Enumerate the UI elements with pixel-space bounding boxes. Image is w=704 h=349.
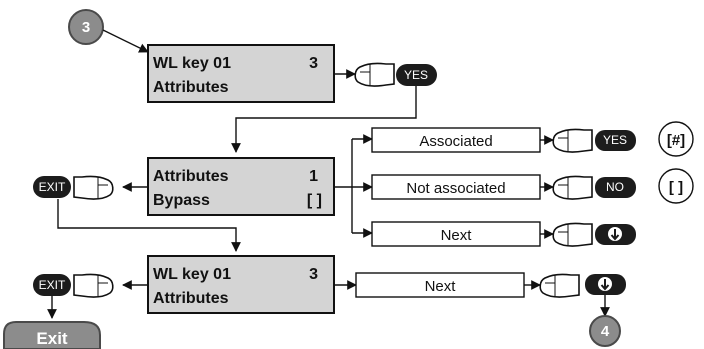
exit-label: Exit (3, 321, 101, 349)
lcd-screen-3: WL key 01 3 Attributes (147, 255, 335, 314)
svg-text:YES: YES (404, 68, 428, 82)
lcd2-line2: Bypass (153, 192, 210, 209)
yes-button-2[interactable]: YES (595, 130, 636, 151)
lcd1-num: 3 (309, 55, 318, 72)
connector-step3-lcd1 (102, 29, 149, 53)
hand-icon (73, 273, 114, 298)
connector-exit-lcd3 (57, 199, 241, 252)
option-associated: Associated (371, 127, 541, 153)
svg-text:3: 3 (82, 19, 90, 36)
lcd-screen-2: Attributes 1 Bypass [ ] (147, 157, 335, 216)
lcd2-line1: Attributes (153, 168, 229, 185)
not-associated-key-symbol: [ ] (658, 168, 694, 204)
hand-icon (539, 273, 580, 298)
hand-icon (552, 222, 593, 247)
svg-text:EXIT: EXIT (39, 180, 66, 194)
option-not-associated: Not associated (371, 174, 541, 200)
option-next-2: Next (355, 272, 525, 298)
hand-icon (354, 62, 395, 87)
yes-button-1[interactable]: YES (396, 64, 437, 86)
svg-text:Next: Next (425, 278, 457, 295)
lcd3-line2: Attributes (153, 290, 229, 307)
hand-icon (552, 175, 593, 200)
exit-button-2[interactable]: EXIT (33, 274, 71, 296)
svg-text:EXIT: EXIT (39, 278, 66, 292)
hand-icon (552, 128, 593, 153)
connector-yes-lcd2 (231, 86, 417, 153)
svg-text:[ ]: [ ] (669, 179, 683, 196)
svg-text:[#]: [#] (667, 132, 685, 149)
lcd3-line1: WL key 01 (153, 266, 231, 283)
hand-icon (73, 175, 114, 200)
lcd1-line1: WL key 01 (153, 55, 231, 72)
lcd1-line2: Attributes (153, 79, 229, 96)
lcd-screen-1: WL key 01 3 Attributes (147, 44, 335, 103)
down-arrow-button-1[interactable] (595, 224, 636, 245)
no-button[interactable]: NO (595, 177, 636, 198)
down-arrow-button-2[interactable] (585, 274, 626, 295)
svg-text:NO: NO (606, 180, 624, 194)
svg-text:YES: YES (603, 133, 627, 147)
step-4-badge: 4 (589, 315, 621, 347)
svg-text:Next: Next (441, 227, 473, 244)
lcd3-num: 3 (309, 266, 318, 283)
lcd2-indicator: [ ] (307, 192, 322, 209)
svg-text:4: 4 (601, 323, 610, 340)
associated-key-symbol: [#] (658, 121, 694, 157)
svg-text:Exit: Exit (36, 329, 68, 348)
svg-text:Not associated: Not associated (406, 180, 505, 197)
step-3-badge: 3 (68, 9, 104, 45)
svg-text:Associated: Associated (419, 133, 492, 150)
lcd2-num: 1 (309, 168, 318, 185)
exit-button-1[interactable]: EXIT (33, 176, 71, 198)
option-next-1: Next (371, 221, 541, 247)
